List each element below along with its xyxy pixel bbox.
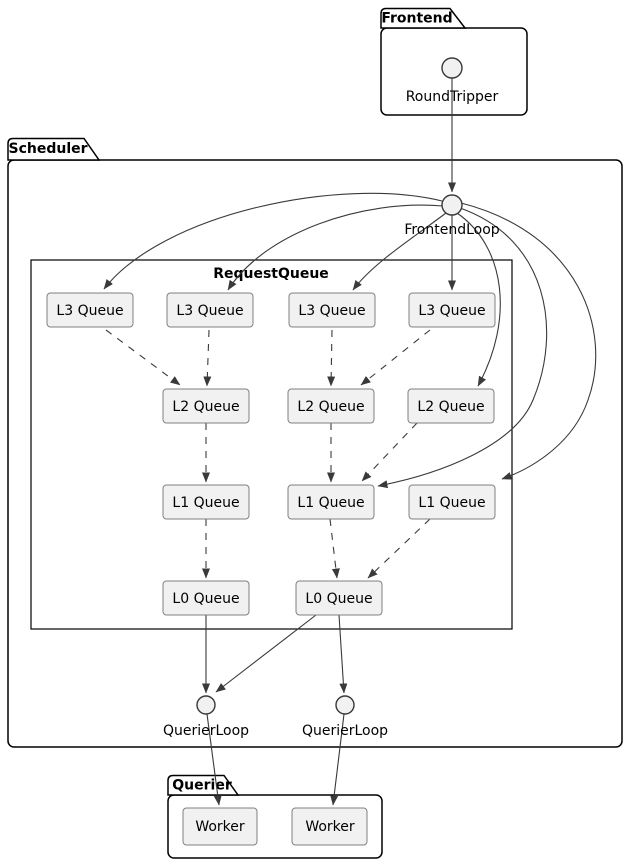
edge-querierloop-1-worker-1 — [206, 713, 222, 806]
l1-queue-1-label: L1 Queue — [172, 495, 239, 511]
frontend-tab — [380, 7, 467, 29]
querierloop-2-label: QuerierLoop — [302, 723, 388, 739]
edge-l0-2-querierloop-1 — [215, 614, 317, 693]
l2-queue-2-label: L2 Queue — [297, 399, 364, 415]
l2-queue-2-node: L2 Queue — [287, 388, 375, 424]
querier-title: Querier — [172, 778, 232, 794]
worker-1-box — [182, 807, 258, 846]
edge-querierloop-2-worker-2 — [330, 713, 345, 806]
edge-frontendloop-l3-2 — [227, 204, 444, 291]
edge-frontendloop-l1-2 — [377, 207, 548, 489]
l1-queue-3-label: L1 Queue — [418, 495, 485, 511]
l2-queue-2-box — [287, 388, 375, 424]
l3-queue-3-label: L3 Queue — [298, 303, 365, 319]
l0-queue-2-label: L0 Queue — [305, 591, 372, 607]
l3-queue-3-node: L3 Queue — [288, 292, 376, 328]
l0-queue-1-node: L0 Queue — [162, 580, 250, 616]
l0-queue-1-box — [162, 580, 250, 616]
l3-queue-2-label: L3 Queue — [176, 303, 243, 319]
querierloop-1-interface: QuerierLoop — [163, 695, 249, 739]
edge-l3-4-l2-2 — [360, 329, 431, 386]
l0-queue-2-box — [295, 580, 383, 616]
l0-queue-2-node: L0 Queue — [295, 580, 383, 616]
l3-queue-2-box — [166, 292, 254, 328]
edge-frontendloop-l2-3 — [456, 212, 501, 387]
worker-1-node: Worker — [182, 807, 258, 846]
roundtripper-circle-icon — [441, 57, 463, 79]
querierloop-2-interface: QuerierLoop — [302, 695, 388, 739]
l3-queue-3-box — [288, 292, 376, 328]
roundtripper-interface: RoundTripper — [406, 57, 499, 105]
l2-queue-1-label: L2 Queue — [172, 399, 239, 415]
edge-l3-3-l2-2 — [327, 329, 336, 387]
l3-queue-4-node: L3 Queue — [408, 292, 496, 328]
edge-l0-2-querierloop-2 — [338, 614, 348, 694]
l1-queue-2-label: L1 Queue — [297, 495, 364, 511]
request-queue-title: RequestQueue — [213, 266, 329, 282]
worker-2-node: Worker — [291, 807, 368, 846]
l3-queue-4-label: L3 Queue — [418, 303, 485, 319]
worker-2-box — [291, 807, 368, 846]
l3-queue-4-box — [408, 292, 496, 328]
l2-queue-1-box — [162, 388, 250, 424]
l1-queue-2-box — [287, 484, 375, 520]
worker-1-label: Worker — [195, 819, 245, 835]
edge-frontendloop-l3-1 — [103, 192, 443, 290]
l1-queue-1-box — [162, 484, 250, 520]
l3-queue-1-box — [46, 292, 134, 328]
frontend-title: Frontend — [381, 11, 452, 27]
edges — [103, 78, 597, 806]
l1-queue-1-node: L1 Queue — [162, 484, 250, 520]
l2-queue-3-node: L2 Queue — [407, 388, 495, 424]
l1-queue-3-box — [408, 484, 496, 520]
frontendloop-interface: FrontendLoop — [404, 194, 500, 238]
l2-queue-3-box — [407, 388, 495, 424]
l3-queue-1-node: L3 Queue — [46, 292, 134, 328]
roundtripper-label: RoundTripper — [406, 89, 499, 105]
package-frontend: Frontend — [380, 7, 528, 116]
l1-queue-2-node: L1 Queue — [287, 484, 375, 520]
edge-l1-3-l0-2 — [367, 518, 431, 579]
l2-queue-1-node: L2 Queue — [162, 388, 250, 424]
edge-frontendloop-l1-3 — [460, 202, 597, 480]
worker-2-label: Worker — [305, 819, 355, 835]
scheduler-title: Scheduler — [8, 141, 87, 157]
frontendloop-circle-icon — [441, 194, 463, 216]
querierloop-2-circle-icon — [335, 695, 355, 715]
querier-tab — [167, 774, 240, 796]
querierloop-1-label: QuerierLoop — [163, 723, 249, 739]
edge-frontendloop-l3-3 — [352, 212, 447, 291]
l3-queue-2-node: L3 Queue — [166, 292, 254, 328]
edge-l3-1-l2-1 — [105, 329, 181, 386]
l3-queue-1-label: L3 Queue — [56, 303, 123, 319]
l1-queue-3-node: L1 Queue — [408, 484, 496, 520]
edge-l1-2-l0-2 — [329, 518, 340, 579]
scheduler-tab — [7, 137, 101, 161]
edge-l3-2-l2-1 — [203, 329, 212, 387]
l2-queue-3-label: L2 Queue — [417, 399, 484, 415]
l0-queue-1-label: L0 Queue — [172, 591, 239, 607]
frontendloop-label: FrontendLoop — [404, 222, 499, 238]
querierloop-1-circle-icon — [196, 695, 216, 715]
